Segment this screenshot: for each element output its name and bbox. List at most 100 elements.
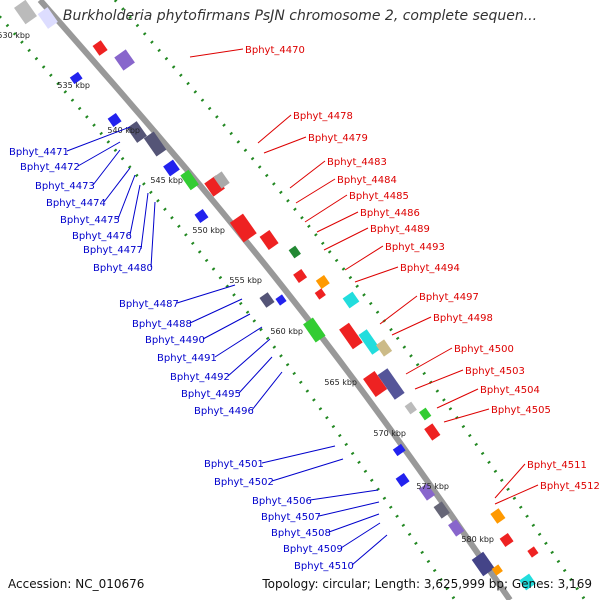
feature-block-39 [471, 551, 495, 577]
reverse-gene-label: Bphyt_4473 [35, 181, 95, 192]
reverse-label-leader [92, 149, 121, 186]
forward-label-leader [304, 194, 348, 223]
reverse-gene-label: Bphyt_4474 [46, 198, 106, 209]
forward-label-leader [405, 347, 453, 375]
forward-gene-label: Bphyt_4494 [400, 263, 460, 274]
reverse-gene-label: Bphyt_4477 [83, 245, 143, 256]
forward-label-leader [436, 388, 479, 409]
feature-block-8 [163, 159, 180, 177]
accession-text: Accession: NC_010676 [8, 577, 145, 591]
forward-label-leader [391, 316, 432, 336]
feature-block-36 [490, 508, 506, 524]
kbp-tick-label: 565 kbp [324, 378, 357, 387]
reverse-label-leader [351, 534, 388, 566]
feature-block-17 [315, 275, 330, 289]
reverse-label-leader [340, 522, 381, 549]
kbp-tick-label: 575 kbp [416, 482, 449, 491]
feature-block-1 [37, 7, 58, 29]
feature-block-34 [433, 501, 450, 519]
dotted-guide-1 [113, 0, 587, 600]
reverse-gene-label: Bphyt_4510 [294, 561, 354, 572]
forward-label-leader [379, 295, 418, 325]
forward-gene-label: Bphyt_4498 [433, 313, 493, 324]
reverse-label-leader [66, 126, 131, 152]
reverse-label-leader [176, 284, 236, 304]
feature-block-16 [293, 269, 308, 283]
kbp-tick-label: 570 kbp [373, 429, 406, 438]
summary-text: Topology: circular; Length: 3,625,999 bp… [262, 577, 592, 591]
forward-gene-label: Bphyt_4503 [465, 366, 525, 377]
feature-block-37 [499, 533, 514, 547]
feature-block-9 [180, 169, 199, 191]
forward-label-leader [316, 211, 359, 233]
forward-gene-label: Bphyt_4484 [337, 175, 397, 186]
forward-gene-label: Bphyt_4478 [293, 111, 353, 122]
reverse-gene-label: Bphyt_4502 [214, 477, 274, 488]
reverse-gene-label: Bphyt_4488 [132, 319, 192, 330]
reverse-gene-label: Bphyt_4506 [252, 496, 312, 507]
feature-block-6 [126, 121, 147, 143]
feature-block-0 [14, 0, 37, 25]
feature-block-31 [392, 443, 406, 457]
forward-label-leader [414, 369, 464, 390]
feature-block-38 [527, 546, 539, 558]
forward-gene-label: Bphyt_4505 [491, 405, 551, 416]
reverse-gene-label: Bphyt_4476 [72, 231, 132, 242]
reverse-label-leader [150, 201, 156, 268]
forward-gene-label: Bphyt_4470 [245, 45, 305, 56]
feature-block-21 [342, 291, 360, 309]
reverse-label-leader [189, 298, 243, 324]
reverse-gene-label: Bphyt_4472 [20, 162, 80, 173]
forward-label-leader [494, 463, 526, 499]
map-title: Burkholderia phytofirmans PsJN chromosom… [62, 8, 538, 24]
forward-gene-label: Bphyt_4479 [308, 133, 368, 144]
feature-block-29 [419, 407, 432, 421]
forward-label-leader [354, 266, 399, 283]
feature-tracks [14, 0, 539, 591]
reverse-gene-label: Bphyt_4495 [181, 389, 241, 400]
forward-label-leader [494, 484, 539, 505]
feature-block-12 [194, 209, 209, 223]
reverse-label-leader [271, 458, 344, 482]
reverse-gene-label: Bphyt_4490 [145, 335, 205, 346]
feature-block-22 [303, 317, 326, 343]
reverse-label-leader [318, 501, 380, 517]
forward-gene-label: Bphyt_4500 [454, 344, 514, 355]
forward-gene-label: Bphyt_4486 [360, 208, 420, 219]
feature-block-25 [375, 339, 393, 357]
reverse-label-leader [309, 489, 379, 501]
feature-block-10 [204, 175, 225, 197]
feature-block-15 [288, 245, 301, 259]
reverse-label-leader [202, 313, 251, 340]
feature-block-40 [491, 564, 503, 576]
reverse-label-leader [227, 338, 271, 377]
feature-block-19 [275, 294, 287, 306]
backbone-line [37, 0, 513, 600]
feature-block-2 [92, 40, 108, 56]
kbp-tick-label: 550 kbp [192, 226, 225, 235]
forward-label-leader [189, 48, 244, 58]
forward-gene-label: Bphyt_4485 [349, 191, 409, 202]
kbp-tick-label: 560 kbp [270, 327, 303, 336]
forward-gene-label: Bphyt_4483 [327, 157, 387, 168]
reverse-gene-label: Bphyt_4475 [60, 215, 120, 226]
feature-block-30 [424, 423, 441, 441]
forward-gene-label: Bphyt_4497 [419, 292, 479, 303]
forward-gene-label: Bphyt_4512 [540, 481, 600, 492]
reverse-label-leader [238, 356, 273, 394]
kbp-tick-label: 555 kbp [229, 276, 262, 285]
feature-block-41 [519, 573, 536, 591]
reverse-gene-label: Bphyt_4496 [194, 406, 254, 417]
dotted-guide-0 [0, 14, 457, 600]
reverse-gene-label: Bphyt_4507 [261, 512, 321, 523]
feature-block-24 [358, 329, 381, 355]
feature-block-18 [259, 292, 275, 308]
reverse-label-leader [77, 141, 121, 167]
kbp-tick-label: 540 kbp [107, 126, 140, 135]
reverse-label-leader [103, 167, 131, 203]
feature-block-20 [314, 288, 326, 300]
reverse-gene-label: Bphyt_4480 [93, 263, 153, 274]
forward-label-leader [323, 227, 369, 251]
feature-block-4 [69, 71, 83, 85]
